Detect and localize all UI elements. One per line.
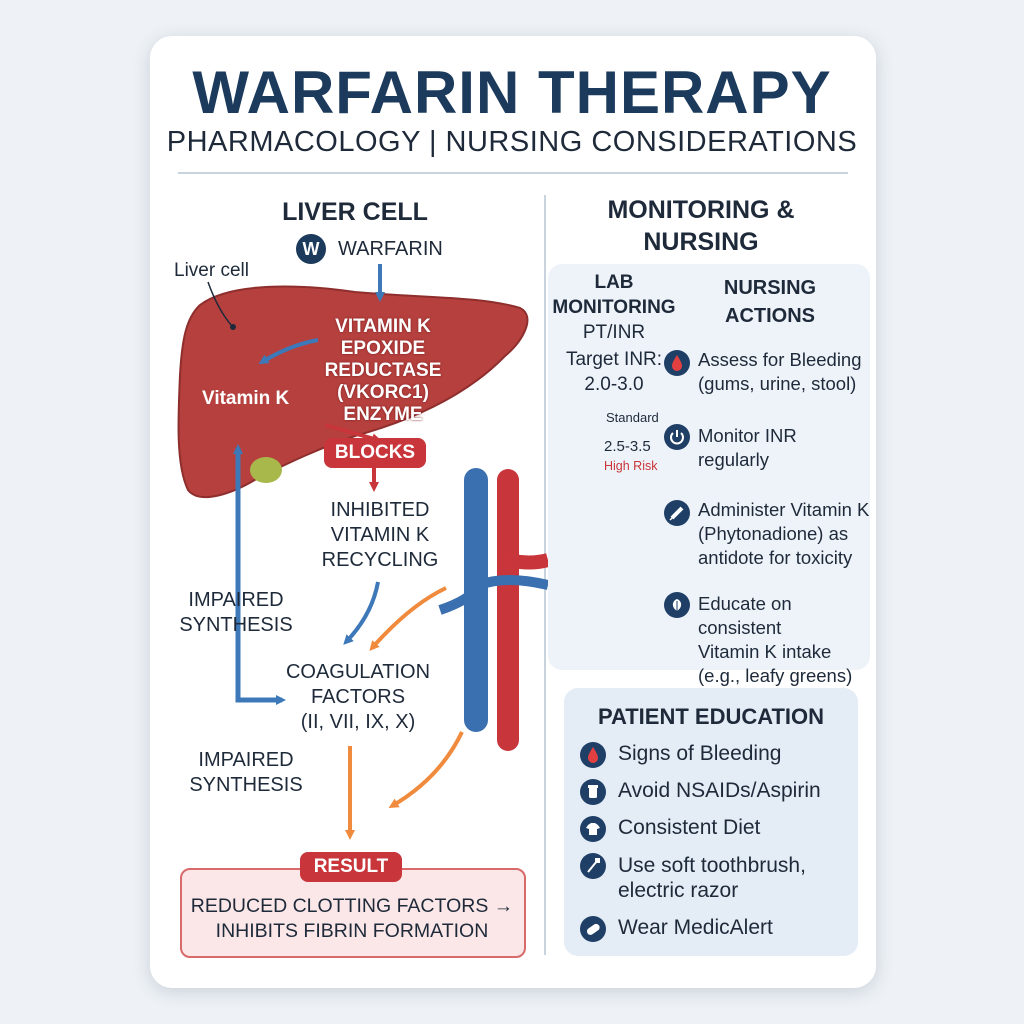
coagulation-factors-label: COAGULATION FACTORS (II, VII, IX, X) [285, 661, 431, 733]
monitoring-panel [548, 264, 870, 670]
nursing-actions-heading: NURSING ACTIONS [723, 277, 817, 327]
shirt-icon [580, 816, 606, 842]
blue-vessel-branch [438, 575, 550, 615]
enzyme-to-vitamin-k-arrow [258, 338, 319, 365]
liver-cell-heading: LIVER CELL [282, 198, 428, 226]
blocks-badge: BLOCKS [324, 438, 426, 468]
scale-standard-label: Standard [606, 410, 659, 425]
toothbrush-icon [580, 853, 606, 879]
pill-bottle-icon [580, 779, 606, 805]
lab-monitoring-block: LAB MONITORING PT/INR Target INR: 2.0-3.… [552, 272, 676, 395]
pill-icon [580, 916, 606, 942]
scale-high-risk-label: High Risk [604, 459, 658, 473]
header-divider [178, 172, 848, 174]
recycling-to-coag-arrow [343, 581, 380, 645]
patient-education-heading: PATIENT EDUCATION [597, 704, 825, 729]
warfarin-label: WARFARIN [338, 238, 443, 260]
liver-cell-label: Liver cell [174, 260, 249, 281]
impaired-synthesis-label-1: IMPAIRED SYNTHESIS [179, 589, 293, 636]
page-title: WARFARIN THERAPY [192, 59, 832, 126]
vessel-to-coag-arrow [369, 586, 447, 651]
gallbladder [250, 457, 282, 483]
leaf-icon [664, 592, 690, 618]
patient-education-panel [564, 688, 858, 956]
column-divider [544, 195, 546, 955]
impaired-synthesis-label-2: IMPAIRED SYNTHESIS [189, 749, 303, 796]
result-text: REDUCED CLOTTING FACTORS → INHIBITS FIBR… [190, 895, 514, 942]
vitamin-k-label: Vitamin K [202, 388, 290, 409]
page-subtitle: PHARMACOLOGY | NURSING CONSIDERATIONS [166, 126, 858, 158]
scale-range-label: 2.5-3.5 [604, 438, 651, 455]
inhibited-recycling-label: INHIBITED VITAMIN K RECYCLING [321, 499, 439, 571]
blood-drop-icon [664, 350, 690, 376]
liver-cell-pointer-dot [230, 324, 236, 330]
warfarin-badge-icon: W [296, 234, 326, 264]
syringe-icon [664, 500, 690, 526]
liver-cell-pointer [207, 281, 233, 327]
red-vessel-branch [506, 553, 550, 570]
vessel-to-result-arrow [388, 731, 464, 809]
result-badge: RESULT [300, 852, 402, 882]
power-icon [664, 424, 690, 450]
enzyme-label: VITAMIN K EPOXIDE REDUCTASE (VKORC1) ENZ… [324, 316, 442, 425]
blood-drop-icon [580, 742, 606, 768]
